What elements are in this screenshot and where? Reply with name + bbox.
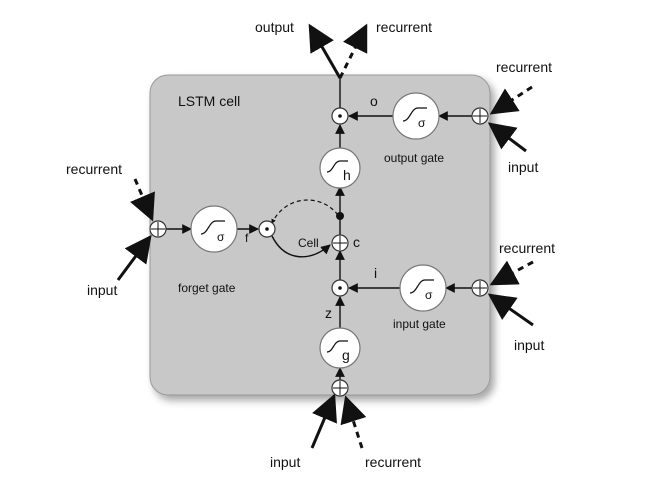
top-recurrent-label: recurrent — [376, 19, 432, 35]
signal-o: o — [370, 93, 378, 109]
signal-c: c — [353, 234, 360, 250]
left-recurrent-label: recurrent — [66, 161, 122, 177]
tanh-curve-icon — [326, 340, 348, 353]
arrow-forget-input — [116, 234, 152, 281]
output-side-recurrent-label: recurrent — [496, 59, 552, 75]
forget-gate-sigma: σ — [217, 230, 225, 244]
cell-recurrence-dashed — [271, 199, 339, 224]
signal-z: z — [325, 305, 332, 321]
bottom-input-label: input — [270, 454, 300, 470]
input-side-input-label: input — [514, 337, 544, 353]
arrow-forget-recurrent — [130, 178, 155, 222]
input-side-recurrent-label: recurrent — [499, 240, 555, 256]
input-gate-label: input gate — [393, 317, 446, 331]
output-multiply-node — [331, 107, 349, 125]
input-multiply-node — [331, 279, 349, 297]
cell-sum-node — [331, 234, 349, 252]
cell-branch-dot — [336, 212, 344, 220]
signal-i: i — [374, 265, 377, 281]
cell-label: Cell — [298, 236, 319, 250]
arrow-output — [308, 23, 342, 79]
forget-gate-node: σ — [190, 205, 238, 253]
output-side-input-label: input — [508, 159, 538, 175]
input-gate-sigma: σ — [425, 288, 433, 302]
block-input-sum-node — [331, 379, 349, 397]
forget-multiply-node — [258, 220, 276, 238]
h-node-label: h — [343, 167, 351, 183]
arrow-input-gate-recurrent — [489, 260, 534, 286]
cell-title: LSTM cell — [178, 93, 240, 109]
g-node: g — [319, 327, 361, 369]
top-output-label: output — [255, 19, 294, 35]
wire-forget-to-cell — [271, 235, 331, 258]
left-input-label: input — [87, 282, 117, 298]
sigmoid-curve-icon — [200, 220, 225, 235]
output-gate-sum-node — [471, 107, 489, 125]
input-gate-node: σ — [399, 264, 447, 312]
forget-gate-label: forget gate — [178, 281, 236, 295]
sigmoid-curve-icon — [409, 279, 434, 294]
input-gate-sum-node — [471, 279, 489, 297]
arrow-input-gate-input — [487, 293, 534, 327]
output-gate-label: output gate — [384, 151, 444, 165]
g-node-label: g — [342, 347, 350, 363]
arrow-output-recurrent — [489, 85, 533, 115]
tanh-curve-icon — [326, 160, 348, 173]
signal-f: f — [245, 231, 249, 245]
sigmoid-curve-icon — [402, 107, 427, 122]
output-gate-node: σ — [392, 92, 440, 140]
forget-gate-sum-node — [149, 220, 167, 238]
arrow-output-input — [487, 122, 527, 153]
h-node: h — [319, 147, 361, 189]
bottom-recurrent-label: recurrent — [365, 454, 421, 470]
arrow-bottom-recurrent — [340, 395, 367, 449]
arrow-top-recurrent — [338, 23, 368, 79]
output-gate-sigma: σ — [418, 116, 426, 130]
arrow-bottom-input — [310, 393, 337, 449]
